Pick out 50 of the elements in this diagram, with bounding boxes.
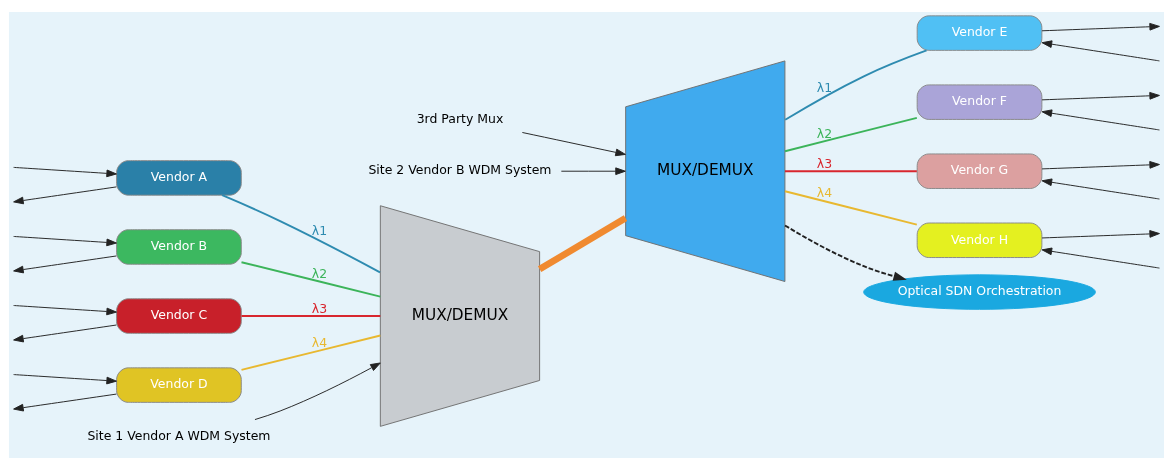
- connector: [784, 48, 928, 121]
- connector: [221, 193, 381, 273]
- node-box: Vendor E: [916, 14, 1043, 51]
- node-box: Vendor G: [916, 152, 1043, 189]
- edge-label: λ2: [816, 125, 833, 141]
- connector: [537, 214, 628, 272]
- connector: [240, 334, 382, 371]
- arrow: [1041, 160, 1160, 169]
- arrow: [1041, 108, 1160, 130]
- arrow: [521, 131, 626, 156]
- connector: [784, 189, 918, 226]
- arrow: [1041, 22, 1160, 31]
- node-box: MUX/DEMUX: [625, 59, 786, 282]
- node-box: Vendor F: [916, 83, 1043, 120]
- edge-label: λ4: [311, 334, 328, 350]
- arrow: [1041, 247, 1160, 269]
- arrow: [13, 304, 117, 315]
- node-text: Site 1 Vendor A WDM System: [87, 427, 271, 443]
- edge-label: λ1: [816, 79, 833, 95]
- edge-label: λ3: [311, 300, 328, 316]
- edge-label: λ4: [816, 184, 833, 200]
- node-text: Site 2 Vendor B WDM System: [368, 161, 552, 177]
- edge-label: λ1: [311, 222, 328, 238]
- connector: [784, 169, 918, 172]
- connector: [240, 314, 382, 317]
- arrow: [13, 166, 117, 177]
- node-box: MUX/DEMUX: [379, 204, 541, 427]
- node-box: Vendor B: [116, 228, 242, 265]
- arrow: [13, 185, 117, 204]
- connector: [784, 116, 918, 152]
- arrow: [560, 166, 626, 175]
- arrow: [13, 393, 117, 411]
- node-box: Vendor C: [116, 297, 242, 334]
- arrow: [1041, 39, 1160, 61]
- arrow: [784, 224, 907, 281]
- node-box: Vendor H: [916, 222, 1043, 258]
- node-box: Vendor D: [116, 366, 242, 403]
- arrow: [13, 235, 117, 246]
- arrow: [13, 373, 117, 384]
- connector: [240, 260, 382, 298]
- arrow: [1041, 177, 1160, 199]
- arrow: [254, 362, 381, 420]
- arrow: [1041, 91, 1160, 100]
- edge-label: λ3: [816, 155, 833, 171]
- edge-label: λ2: [311, 265, 328, 281]
- arrow: [1041, 229, 1160, 238]
- node-text: 3rd Party Mux: [416, 110, 504, 126]
- node-box: Vendor A: [116, 159, 242, 196]
- arrow: [13, 324, 117, 342]
- arrow: [13, 255, 117, 273]
